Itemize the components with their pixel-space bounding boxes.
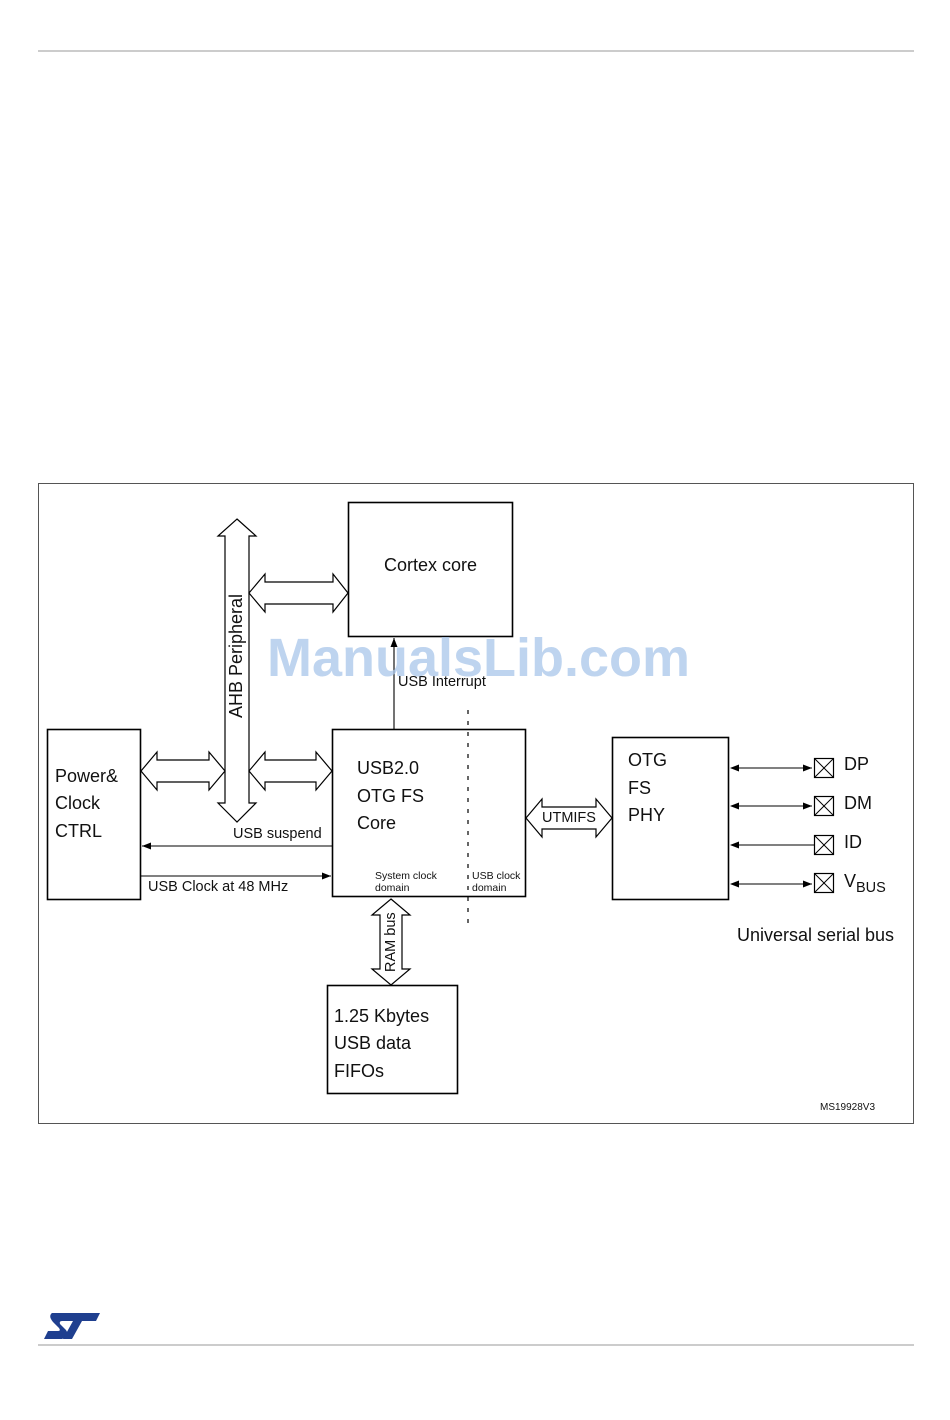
power-clock-line2: Clock	[55, 793, 101, 813]
power-clock-ctrl-block	[48, 730, 141, 900]
system-clock-domain-l1: System clock	[375, 870, 438, 882]
fifo-line3: FIFOs	[334, 1061, 384, 1081]
utmifs-label: UTMIFS	[542, 810, 596, 826]
power-clock-line1: Power&	[55, 766, 118, 786]
fifo-line2: USB data	[334, 1033, 412, 1053]
id-pin-label: ID	[844, 832, 862, 852]
vbus-pin-label: V	[844, 871, 856, 891]
usb-clock-label: USB Clock at 48 MHz	[148, 879, 288, 895]
usb-core-line2: OTG FS	[357, 786, 424, 806]
watermark-text: ManualsLib.com	[267, 628, 690, 688]
usb-clock-domain-l1: USB clock	[472, 870, 521, 882]
cortex-core-label: Cortex core	[384, 555, 477, 575]
system-clock-domain-l2: domain	[375, 882, 410, 894]
figure-id-label: MS19928V3	[820, 1102, 875, 1113]
ram-bus-label: RAM bus	[383, 912, 399, 972]
id-terminal-icon	[815, 836, 834, 855]
dp-terminal-icon	[815, 759, 834, 778]
phy-line2: FS	[628, 778, 651, 798]
usb-suspend-label: USB suspend	[233, 826, 322, 842]
usb-core-line1: USB2.0	[357, 758, 419, 778]
ahb-bus-label: AHB Peripheral	[226, 594, 246, 718]
fifo-line1: 1.25 Kbytes	[334, 1006, 429, 1026]
dm-pin-label: DM	[844, 793, 872, 813]
usb-clock-domain-l2: domain	[472, 882, 507, 894]
power-clock-line3: CTRL	[55, 821, 102, 841]
vbus-pin-subscript: BUS	[856, 880, 886, 896]
vbus-terminal-icon	[815, 874, 834, 893]
phy-line3: PHY	[628, 805, 665, 825]
dm-terminal-icon	[815, 797, 834, 816]
dp-pin-label: DP	[844, 754, 869, 774]
st-logo-icon	[44, 1313, 100, 1339]
universal-serial-bus-label: Universal serial bus	[737, 925, 894, 945]
phy-line1: OTG	[628, 750, 667, 770]
usb-core-line3: Core	[357, 813, 396, 833]
